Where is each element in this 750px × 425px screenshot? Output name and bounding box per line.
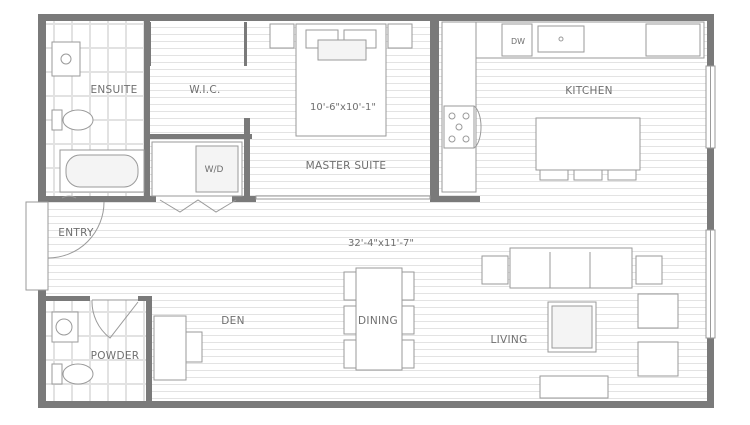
armchair-bottom <box>637 341 679 377</box>
powder-wall-top <box>46 296 90 301</box>
media-console <box>539 375 609 399</box>
kitchen-sink <box>537 25 585 53</box>
dining-chair-r2 <box>401 305 415 335</box>
powder-fixtures <box>51 311 94 385</box>
dining-chair-r3 <box>401 339 415 369</box>
living-furniture <box>481 247 679 399</box>
walls <box>38 14 714 408</box>
powder-wall-top-right <box>138 296 152 301</box>
wic-rod-right <box>244 22 247 66</box>
bedroom-wall-bottom-mid <box>232 196 256 202</box>
label-wic: W.I.C. <box>189 84 220 96</box>
dining-chair-l3 <box>343 339 357 369</box>
fridge <box>645 23 701 57</box>
label-ensuite: ENSUITE <box>90 84 137 96</box>
den-desk <box>153 315 187 381</box>
kitchen-island <box>535 117 641 171</box>
powder-door-swing <box>91 299 139 339</box>
den-chair <box>185 331 203 363</box>
bar-stool-2 <box>573 169 603 181</box>
headboard-cover <box>317 39 367 61</box>
kitchen-wall-stub <box>430 196 480 202</box>
label-main-dim: 32'-4"x11'-7" <box>348 238 414 249</box>
wic-rod-left <box>148 22 151 66</box>
outer-wall-right-mid <box>707 148 714 230</box>
outer-wall-bottom <box>38 401 714 408</box>
label-living: LIVING <box>490 334 527 346</box>
label-kitchen: KITCHEN <box>565 85 613 97</box>
label-entry: ENTRY <box>58 227 94 239</box>
label-dw: DW <box>511 37 525 46</box>
wic-wall-bottom <box>144 134 252 139</box>
laundry-wall-right <box>244 118 250 198</box>
bedroom-sliding-door <box>255 195 431 200</box>
outer-wall-left-lower <box>38 290 46 408</box>
label-den: DEN <box>221 315 244 327</box>
label-powder: POWDER <box>91 350 140 362</box>
dining-chair-l1 <box>343 271 357 301</box>
laundry <box>151 141 243 197</box>
powder-wall-right <box>146 296 152 406</box>
label-master-dim: 10'-6"x10'-1" <box>310 102 376 113</box>
dining-chair-l2 <box>343 305 357 335</box>
room-labels: ENSUITE W.I.C. 10'-6"x10'-1" MASTER SUIT… <box>58 37 613 362</box>
powder-toilet <box>62 363 94 385</box>
ensuite-fixtures <box>51 41 145 193</box>
kitchen-fixtures <box>441 21 705 193</box>
label-dining: DINING <box>358 315 398 327</box>
entry-door-swing <box>47 201 105 259</box>
bedroom-furniture <box>269 23 413 137</box>
bedroom-wall-bottom-left <box>46 196 156 202</box>
washer-dryer <box>195 145 239 193</box>
outer-wall-top <box>38 14 714 21</box>
dishwasher <box>501 23 533 57</box>
dining-chair-r1 <box>401 271 415 301</box>
ensuite-door-swing <box>61 195 77 199</box>
outer-wall-right-low <box>707 338 714 408</box>
laundry-bifold-door <box>159 199 237 213</box>
outer-wall-left-upper <box>38 14 46 202</box>
ensuite-wall-right <box>144 20 150 198</box>
sofa <box>509 247 633 289</box>
armchair-top <box>637 293 679 329</box>
windows <box>705 65 716 339</box>
toilet <box>62 109 94 131</box>
end-table-left <box>481 255 509 285</box>
bedroom-kitchen-wall <box>430 20 439 200</box>
dining-furniture <box>343 267 415 371</box>
label-wd: W/D <box>205 165 224 175</box>
outer-wall-right-top <box>707 14 714 66</box>
bar-stool-3 <box>607 169 637 181</box>
bar-stool-1 <box>539 169 569 181</box>
den-furniture <box>153 315 203 381</box>
nightstand-left <box>269 23 295 49</box>
vanity <box>51 41 81 77</box>
entry-door-frame <box>25 201 49 291</box>
label-master-suite: MASTER SUITE <box>306 160 387 172</box>
end-table-right <box>635 255 663 285</box>
nightstand-right <box>387 23 413 49</box>
cooktop <box>443 105 475 149</box>
doors <box>25 195 431 339</box>
